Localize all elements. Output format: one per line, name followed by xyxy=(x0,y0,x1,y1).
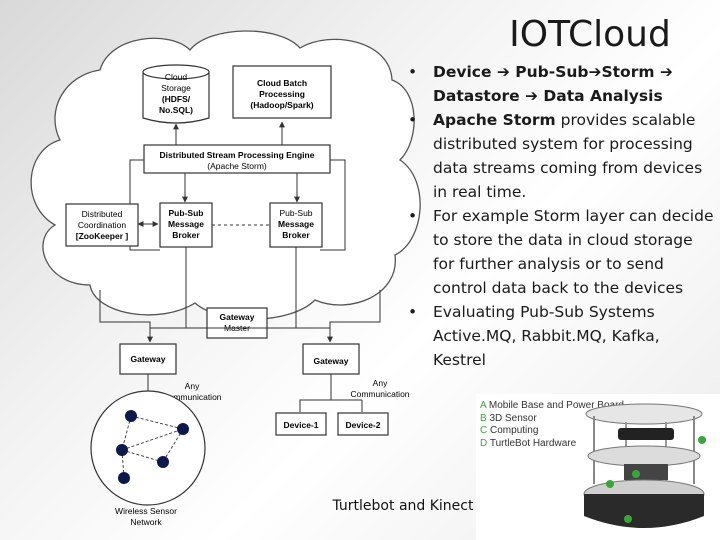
batch-label-1: Cloud Batch xyxy=(257,78,307,88)
broker-left-label-3: Broker xyxy=(172,230,200,240)
cloud-shape xyxy=(30,30,421,320)
robot-legend: A Mobile Base and Power Board B 3D Senso… xyxy=(480,400,624,450)
batch-label-2: Processing xyxy=(259,89,305,99)
device-2-node: Device-2 xyxy=(337,412,389,436)
sensor-node xyxy=(118,472,130,484)
coordination-label-3: [ZooKeeper ] xyxy=(76,231,129,241)
broker-right-label-2: Message xyxy=(278,219,314,229)
cloud-storage-label-1: Cloud xyxy=(165,72,187,82)
comm-left-label-1: Any xyxy=(185,381,200,391)
turtlebot-photo: A Mobile Base and Power Board B 3D Senso… xyxy=(476,394,720,540)
sensor-node xyxy=(125,410,137,422)
sensor-node xyxy=(116,444,128,456)
batch-processing-node: Cloud Batch Processing (Hadoop/Spark) xyxy=(232,65,332,119)
broker-right-label-1: Pub-Sub xyxy=(279,208,312,218)
stream-label-1: Distributed Stream Processing Engine xyxy=(160,150,315,160)
cloud-storage-node: Cloud Storage (HDFS/ No.SQL) xyxy=(142,64,210,124)
kinect-sensor xyxy=(618,428,674,440)
cloud-storage-label-4: No.SQL) xyxy=(159,105,193,115)
legend-item: C Computing xyxy=(480,425,539,436)
stream-engine-node: Distributed Stream Processing Engine (Ap… xyxy=(143,144,331,174)
batch-label-3: (Hadoop/Spark) xyxy=(250,100,313,110)
comm-right-label-2: Communication xyxy=(350,389,409,399)
gateway-right-label: Gateway xyxy=(314,356,349,366)
broker-left-label-1: Pub-Sub xyxy=(169,208,204,218)
legend-item: A Mobile Base and Power Board xyxy=(480,400,624,411)
broker-right-node: Pub-Sub Message Broker xyxy=(269,202,323,248)
gateway-right-node: Gateway xyxy=(302,343,360,375)
coordination-node: Distributed Coordination [ZooKeeper ] xyxy=(65,203,139,247)
broker-left-node: Pub-Sub Message Broker xyxy=(159,202,213,248)
coordination-label-1: Distributed xyxy=(82,209,123,219)
robot-caption: Turtlebot and Kinect xyxy=(332,498,474,514)
device-1-node: Device-1 xyxy=(275,412,327,436)
bullet-item: Evaluating Pub-Sub Systems Active.MQ, Ra… xyxy=(406,300,716,372)
slide-title: IOTCloud xyxy=(509,14,671,55)
gateway-master-label-1: Gateway xyxy=(220,312,255,322)
comm-left-label-2: Communication xyxy=(162,392,221,402)
stream-label-2: (Apache Storm) xyxy=(207,161,267,171)
bullet-item: Apache Storm provides scalable distribut… xyxy=(406,108,716,204)
turtlebot-illustration xyxy=(583,403,706,528)
cloud-storage-label-2: Storage xyxy=(161,83,191,93)
wsn-label-2: Network xyxy=(130,517,162,527)
broker-right-label-3: Broker xyxy=(282,230,310,240)
gateway-left-node: Gateway xyxy=(119,343,177,375)
coordination-label-2: Coordination xyxy=(78,220,126,230)
broker-left-label-2: Message xyxy=(168,219,204,229)
bullet-item: For example Storm layer can decide to st… xyxy=(406,204,716,300)
gateway-master-node: Gateway Master xyxy=(206,307,268,339)
legend-item: D TurtleBot Hardware xyxy=(480,437,577,449)
legend-item: B 3D Sensor xyxy=(480,412,537,424)
sensor-node xyxy=(177,423,189,435)
gateway-left-label: Gateway xyxy=(131,354,166,364)
wireless-sensor-network xyxy=(90,390,206,506)
device-2-label: Device-2 xyxy=(346,420,381,430)
cloud-storage-label-3: (HDFS/ xyxy=(162,94,191,104)
device-1-label: Device-1 xyxy=(284,420,319,430)
sensor-node xyxy=(157,456,169,468)
wsn-label-1: Wireless Sensor xyxy=(115,506,177,516)
bullet-list: Device ➔ Pub-Sub➔Storm ➔ Datastore ➔ Dat… xyxy=(406,60,716,372)
bullet-item: Device ➔ Pub-Sub➔Storm ➔ Datastore ➔ Dat… xyxy=(406,60,716,108)
comm-right-label-1: Any xyxy=(373,378,388,388)
